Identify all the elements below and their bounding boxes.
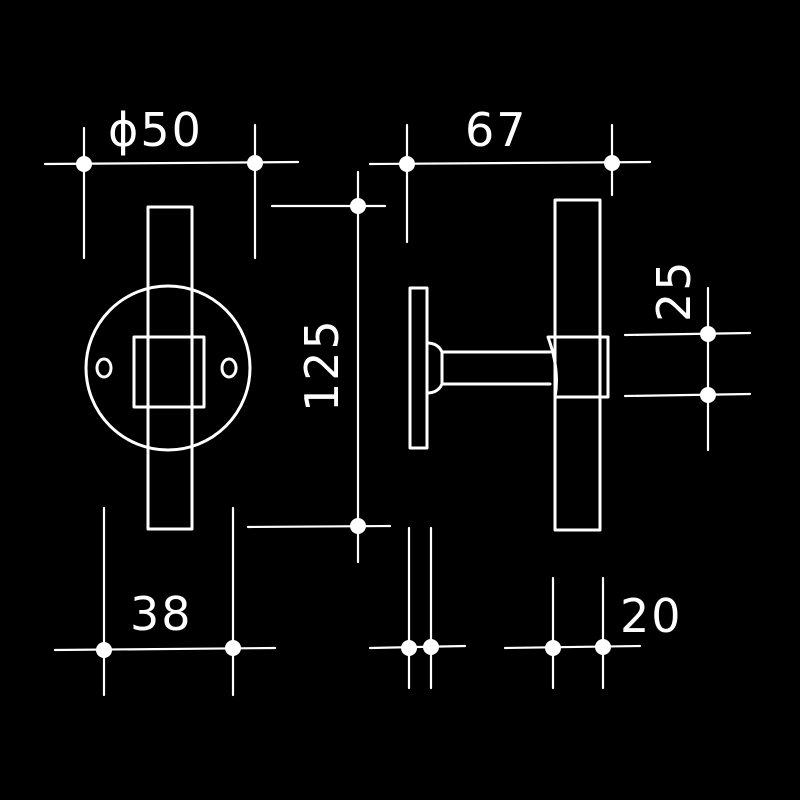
dimension-label-rose-diameter: ϕ50	[108, 103, 203, 157]
dimension-dot	[350, 198, 366, 214]
dimension-line	[53, 646, 277, 652]
dimension-dot	[225, 640, 241, 656]
dimension-dot	[700, 387, 716, 403]
screw-hole-right	[220, 357, 238, 379]
side-view	[408, 198, 610, 532]
spindle	[425, 341, 552, 395]
dimension-dot	[76, 156, 92, 172]
dimension-dot	[423, 639, 439, 655]
dimension-handle-length: 125	[246, 170, 392, 564]
dimension-dot	[399, 156, 415, 172]
dimension-dot	[401, 640, 417, 656]
extension-line	[246, 524, 392, 529]
handle-bar-side	[553, 198, 602, 532]
dimension-line	[368, 160, 652, 166]
dimension-rose-thickness	[368, 526, 467, 690]
dimension-projection: 67	[368, 103, 652, 244]
dimension-dot	[700, 326, 716, 342]
dimension-dot	[247, 155, 263, 171]
dimension-dot	[604, 155, 620, 171]
rose-plate	[84, 284, 252, 452]
dimension-label-bar-depth: 20	[620, 589, 683, 643]
dimension-dot	[96, 642, 112, 658]
dimension-label-grip-width: 25	[647, 259, 701, 322]
screw-hole-left	[95, 357, 113, 379]
grip-collar-side	[546, 335, 610, 399]
dimension-dot	[595, 639, 611, 655]
dimension-grip-width: 25	[623, 259, 752, 452]
dimension-label-handle-length: 125	[295, 318, 349, 412]
grip-collar-front	[132, 335, 206, 409]
extension-line	[623, 331, 752, 337]
dimension-label-projection: 67	[465, 103, 528, 157]
dimension-dot	[545, 640, 561, 656]
rose-plate-side	[408, 286, 429, 450]
front-view	[84, 205, 252, 531]
dimension-label-bar-width: 38	[130, 587, 193, 641]
dimension-line	[503, 644, 642, 650]
dimension-dot	[350, 518, 366, 534]
handle-bar-front	[146, 205, 194, 531]
dimension-rose-diameter: ϕ50	[43, 103, 300, 260]
dimension-line	[368, 644, 467, 650]
dimension-bar-depth: 20	[503, 576, 683, 690]
extension-line	[623, 392, 752, 398]
dimension-bar-width: 38	[53, 506, 277, 697]
